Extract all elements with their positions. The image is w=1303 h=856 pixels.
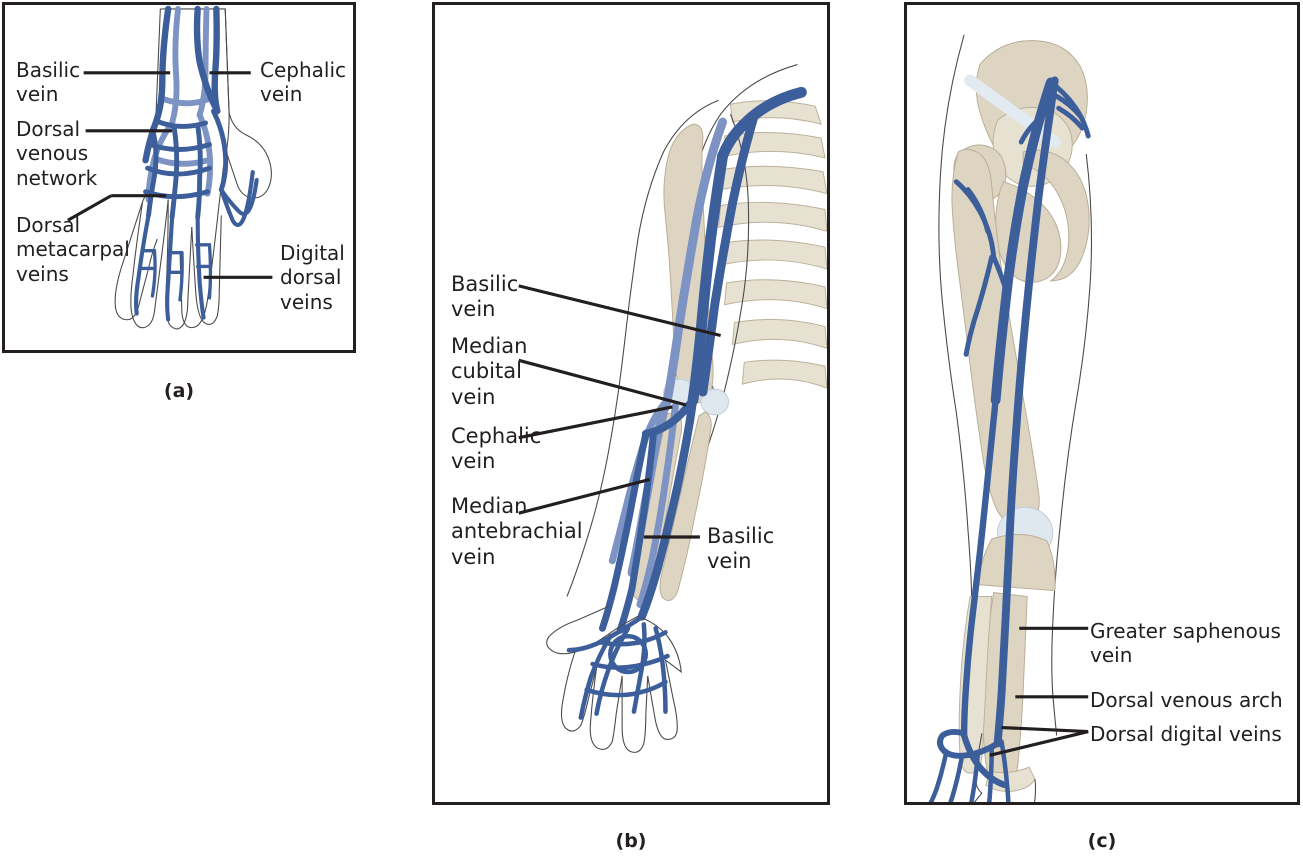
dorsal-venous-network-hand — [566, 616, 670, 720]
panel-c-lower-limb-veins — [904, 2, 1300, 805]
label-cephalic-vein-arm: Cephalic vein — [451, 424, 542, 474]
panel-b-upper-limb-veins — [432, 2, 830, 805]
pelvis-bone — [953, 40, 1090, 283]
label-basilic-vein-upper-arm: Basilic vein — [451, 272, 519, 322]
caption-panel-c: (c) — [1087, 830, 1117, 852]
label-dorsal-digital-veins: Dorsal digital veins — [1090, 722, 1282, 746]
digital-dorsal-veins — [138, 243, 213, 302]
small-saphenous-vein-path — [960, 396, 1009, 789]
lower-limb-veins-illustration — [928, 34, 1093, 802]
panel-a-leader-lines — [67, 71, 273, 279]
panel-c-leader-lines — [989, 626, 1089, 757]
hand-outline — [546, 605, 682, 753]
label-basilic-vein-forearm: Basilic vein — [707, 524, 775, 574]
panel-b-leader-lines — [518, 284, 722, 539]
dorsal-venous-arches — [143, 108, 229, 220]
median-antebrachial-vein-path — [598, 428, 658, 634]
hand-veins-illustration — [67, 5, 273, 330]
greater-saphenous-vein-path — [993, 76, 1059, 748]
dorsal-digital-veins-path — [928, 739, 1011, 802]
basilic-vein-path — [687, 86, 807, 406]
label-greater-saphenous-vein: Greater saphenous vein — [1090, 619, 1281, 668]
dorsal-metacarpal-veins — [134, 170, 259, 322]
cephalic-vein-path — [211, 5, 221, 115]
label-median-antebrachial-vein: Median antebrachial vein — [451, 494, 583, 569]
brachial-vein-path — [698, 111, 759, 397]
caption-panel-b: (b) — [615, 830, 647, 852]
rib-cage — [691, 64, 827, 407]
label-basilic-vein-hand: Basilic vein — [16, 58, 81, 107]
femoral-vein-path — [990, 77, 1056, 405]
label-dorsal-metacarpal-veins: Dorsal metacarpal veins — [16, 213, 130, 286]
label-digital-dorsal-veins: Digital dorsal veins — [280, 241, 345, 314]
label-median-cubital-vein: Median cubital vein — [451, 334, 528, 409]
pelvic-vein-branches — [953, 79, 1091, 357]
label-cephalic-vein-hand: Cephalic vein — [260, 58, 347, 107]
label-dorsal-venous-network: Dorsal venous network — [16, 117, 98, 190]
dorsal-venous-network-dark — [142, 5, 221, 164]
basilic-vein-path — [142, 5, 172, 164]
panel-a-hand-veins — [2, 2, 356, 353]
caption-panel-a: (a) — [163, 380, 195, 402]
upper-limb-veins-illustration — [518, 64, 827, 753]
basilic-forearm-path — [637, 395, 698, 621]
label-dorsal-venous-arch: Dorsal venous arch — [1090, 688, 1283, 712]
